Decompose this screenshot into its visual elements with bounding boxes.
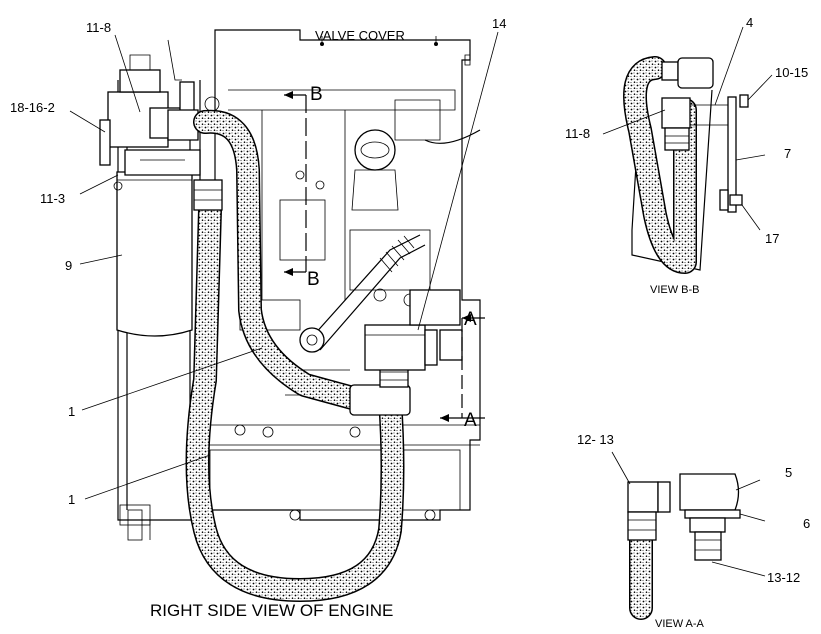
callout-10-15: 10-15 (775, 65, 808, 80)
callout-11-3: 11-3 (40, 191, 65, 206)
engine-block (199, 29, 481, 521)
callout-11-8: 11-8 (86, 20, 111, 35)
section-b-bottom-label: B (307, 269, 320, 290)
callout-1-lower: 1 (68, 492, 75, 507)
callout-6: 6 (803, 516, 810, 531)
callout-18-16-2: 18-16-2 (10, 100, 55, 115)
view-b-b-caption: VIEW B-B (650, 284, 700, 296)
fuel-line (299, 129, 481, 353)
callout-4: 4 (746, 15, 753, 30)
filter-head (99, 39, 220, 166)
section-b-top-label: B (310, 84, 323, 105)
hose-fittings (193, 179, 411, 416)
main-view-caption: RIGHT SIDE VIEW OF ENGINE (150, 601, 393, 620)
callout-13-12: 13-12 (767, 570, 800, 585)
callout-7: 7 (784, 146, 791, 161)
callout-9: 9 (65, 258, 72, 273)
leader-lines (69, 31, 499, 500)
callout-5: 5 (785, 465, 792, 480)
callout-12-13: 12- 13 (577, 432, 614, 447)
callout-11-8-bb: 11-8 (565, 126, 590, 141)
section-line-a (440, 314, 485, 422)
view-a-a: 12- 13 5 6 13-12 VIEW A-A (577, 432, 810, 630)
section-a-top-label: A (464, 309, 477, 330)
callout-14: 14 (492, 16, 506, 31)
section-line-b (284, 91, 307, 276)
fuel-transfer-pump (364, 289, 463, 371)
main-view: VALVE COVER B B A A 11-8 14 18-16-2 11-3… (10, 16, 506, 620)
section-a-bottom-label: A (464, 410, 477, 431)
callout-17: 17 (765, 231, 779, 246)
view-b-b: 4 10-15 11-8 7 17 VIEW B-B (565, 15, 808, 296)
fuel-hose (185, 109, 405, 602)
callout-1-upper: 1 (68, 404, 75, 419)
view-a-a-caption: VIEW A-A (655, 618, 705, 630)
valve-cover-label: VALVE COVER (315, 28, 405, 43)
fuel-filter (113, 149, 201, 337)
